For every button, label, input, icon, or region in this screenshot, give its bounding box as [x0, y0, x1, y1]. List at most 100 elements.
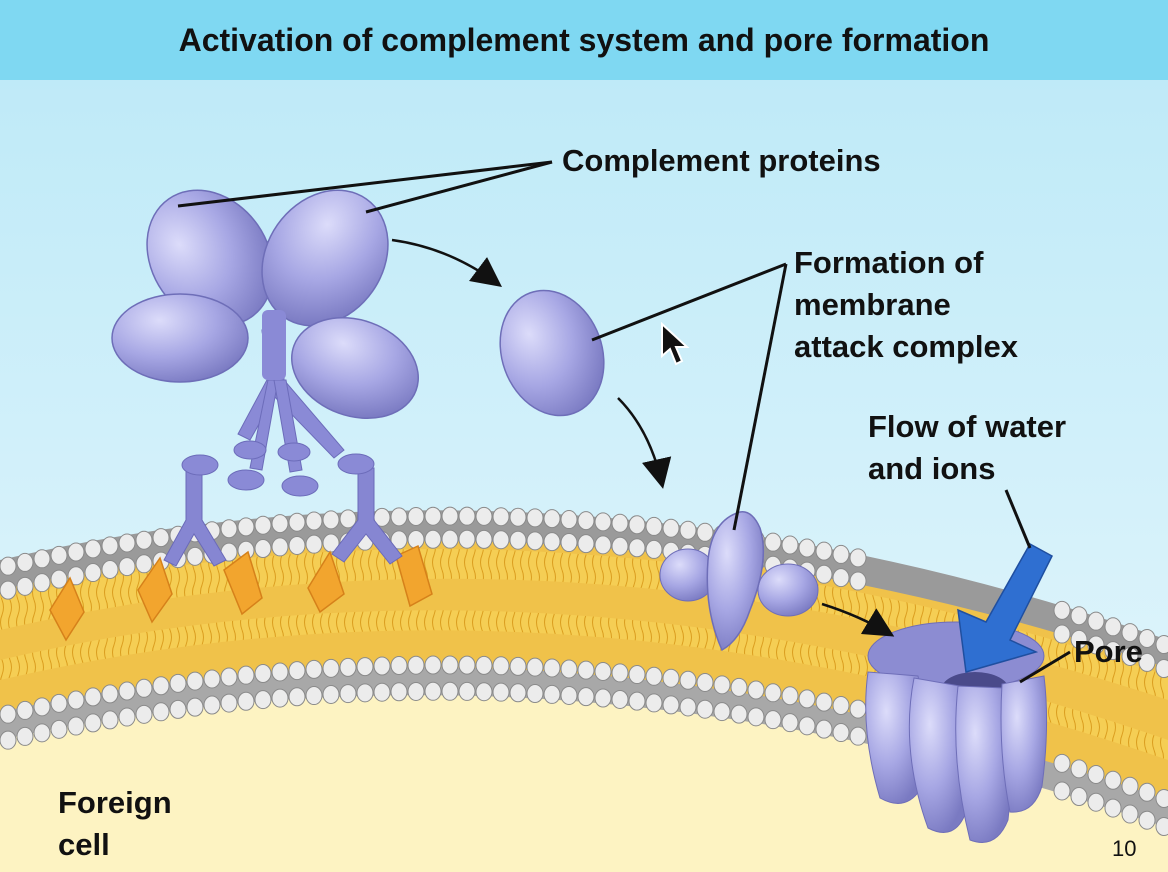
lipid-head [390, 507, 408, 527]
lipid-head [0, 704, 17, 724]
lipid-head [101, 710, 119, 730]
lipid-head [662, 668, 680, 688]
lipid-head [441, 655, 459, 675]
protein-lobe [111, 293, 249, 383]
lipid-head [730, 704, 748, 724]
lipid-head [305, 511, 323, 531]
lipid-head [458, 681, 476, 701]
lipid-head [577, 511, 595, 531]
lipid-head [526, 508, 544, 528]
lipid-head [322, 533, 340, 553]
lipid-head [628, 515, 646, 535]
lipid-head [288, 687, 306, 707]
lipid-head [645, 693, 663, 713]
lipid-head [50, 693, 68, 713]
lipid-head [424, 529, 442, 549]
lipid-head [67, 566, 85, 586]
label-foreign-cell: Foreign cell [58, 782, 172, 866]
lipid-head [543, 532, 561, 552]
lipid-head [152, 528, 170, 548]
lipid-head [339, 657, 357, 677]
lipid-head [203, 695, 221, 715]
lipid-head [577, 687, 595, 707]
lipid-head [543, 658, 561, 678]
label-line: Formation of [794, 245, 984, 280]
lipid-head [1155, 659, 1168, 679]
lipid-head [560, 659, 578, 679]
leader-lines [177, 160, 1071, 684]
lipid-head [492, 656, 510, 676]
lipid-head [0, 730, 17, 750]
lipid-head [475, 655, 493, 675]
lipid-head [1104, 617, 1122, 637]
lipid-head [645, 539, 663, 559]
lipid-head [220, 519, 238, 539]
lipid-head [84, 563, 102, 583]
lipid-head [798, 538, 816, 558]
lipid-head [781, 535, 799, 555]
lipid-head [492, 682, 510, 702]
lipid-head [611, 663, 629, 683]
lipid-head [815, 541, 833, 561]
lipid-head [526, 684, 544, 704]
lipid-head [101, 559, 119, 579]
arrow-2 [617, 397, 672, 489]
lipid-head [526, 657, 544, 677]
lipid-head [356, 683, 374, 703]
lipid-head [50, 719, 68, 739]
antigen [307, 550, 345, 614]
lipid-heads-inner [0, 655, 1168, 836]
lipid-head [16, 700, 34, 720]
protein-lobe [291, 316, 419, 420]
lipid-head [67, 542, 85, 562]
title-bar: Activation of complement system and pore… [0, 0, 1168, 80]
lipid-head [424, 506, 442, 526]
lipid-head [0, 556, 17, 576]
lipid-head [254, 664, 272, 684]
lipid-head [458, 655, 476, 675]
protein-lobe [146, 189, 274, 327]
lipid-head [747, 680, 765, 700]
lipid-head [339, 509, 357, 529]
lipid-head [1053, 753, 1071, 773]
lipid-head [1138, 652, 1156, 672]
lipid-head [288, 512, 306, 532]
complement-protein-complex [111, 189, 419, 420]
antigens [49, 544, 433, 642]
lipid-head [50, 545, 68, 565]
label-flow-of-water: Flow of water and ions [868, 406, 1066, 490]
lipid-head [322, 658, 340, 678]
lipid-head [764, 710, 782, 730]
blue-flow-arrow-icon [957, 542, 1053, 673]
lipid-head [0, 580, 17, 600]
antigen [395, 544, 433, 608]
lipid-head [305, 534, 323, 554]
lipid-head [220, 667, 238, 687]
lipid-head [560, 533, 578, 553]
lipid-head [628, 665, 646, 685]
lipid-head [611, 513, 629, 533]
lipid-head [849, 571, 867, 591]
lipid-head [798, 716, 816, 736]
lipid-head [543, 509, 561, 529]
lipid-head [1121, 623, 1139, 643]
lipid-head [1138, 810, 1156, 830]
lipid-head [237, 665, 255, 685]
lipid-head [118, 681, 136, 701]
lipid-head [305, 659, 323, 679]
lipid-head [152, 702, 170, 722]
lipid-head [237, 517, 255, 537]
page-title: Activation of complement system and pore… [178, 21, 990, 58]
lipid-head [509, 656, 527, 676]
label-complement-proteins: Complement proteins [562, 143, 881, 178]
label-line: membrane [794, 287, 951, 322]
lipid-head [254, 538, 272, 558]
inserting-protein [659, 511, 819, 652]
lipid-head [781, 686, 799, 706]
label-line: Flow of water [868, 409, 1067, 444]
lipid-head [577, 660, 595, 680]
antibodies [163, 467, 403, 567]
lipid-head [169, 673, 187, 693]
lipid-head [560, 685, 578, 705]
